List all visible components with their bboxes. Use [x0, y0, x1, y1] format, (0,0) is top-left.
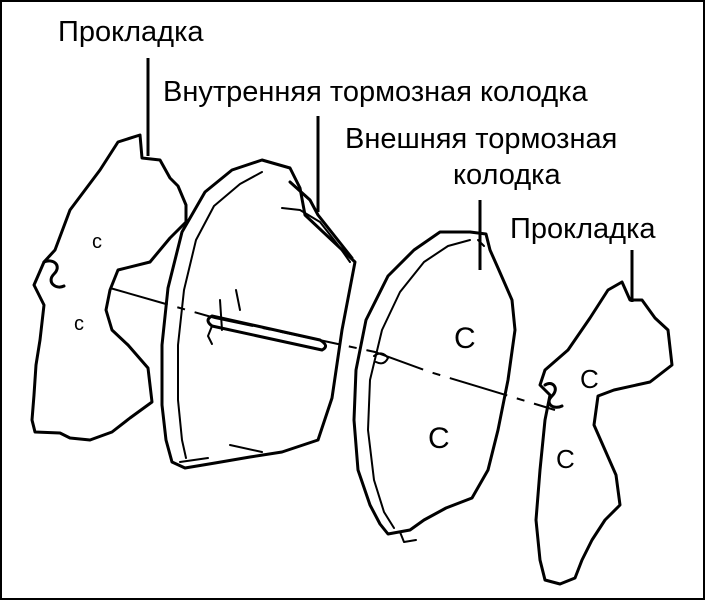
- shim-clip-mark: C: [556, 444, 575, 474]
- right-shim: C C: [534, 280, 674, 586]
- inner-brake-pad: [160, 158, 357, 470]
- outer-brake-pad: C C: [352, 230, 517, 543]
- assembly-axis: [109, 287, 556, 411]
- shim-clip-mark: C: [580, 364, 599, 394]
- pad-rivet-mark: C: [428, 422, 450, 455]
- shim-clip-mark: c: [74, 313, 84, 335]
- label-outer-pad-line1: Внешняя тормозная: [345, 123, 617, 155]
- shim-clip-mark: c: [92, 231, 102, 253]
- label-shim-right: Прокладка: [510, 213, 656, 245]
- label-inner-pad: Внутренняя тормозная колодка: [163, 76, 589, 108]
- pad-rivet-mark: C: [454, 322, 476, 355]
- label-outer-pad-line2: колодка: [453, 159, 561, 191]
- label-shim-left: Прокладка: [58, 16, 204, 48]
- left-shim: c c: [30, 133, 188, 442]
